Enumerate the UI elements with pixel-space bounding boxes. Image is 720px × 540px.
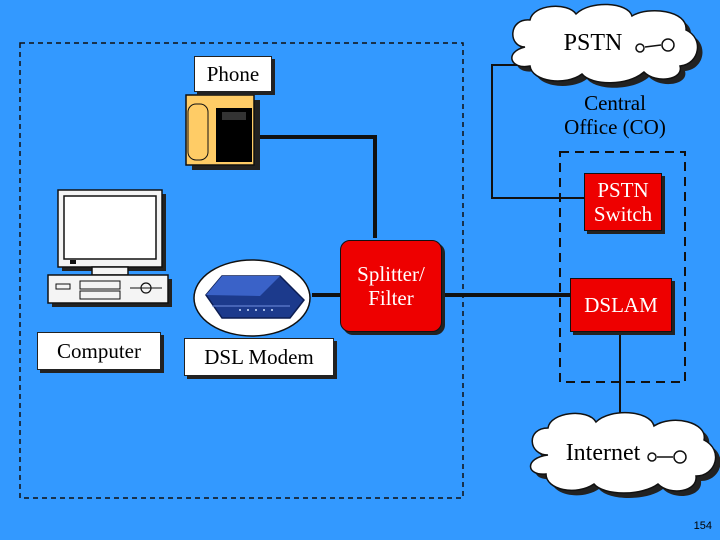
internet-cloud-label: Internet xyxy=(565,440,641,466)
pstn-cloud-icon xyxy=(511,3,703,88)
phone-label: Phone xyxy=(194,56,272,92)
dslam-box: DSLAM xyxy=(570,278,672,332)
computer-icon xyxy=(47,189,172,307)
splitter-filter-box: Splitter/ Filter xyxy=(340,240,442,332)
pstn-switch-box: PSTN Switch xyxy=(584,173,662,231)
phone-icon xyxy=(185,94,260,170)
internet-connector-icon xyxy=(647,450,687,464)
computer-label: Computer xyxy=(37,332,161,370)
central-office-boundary xyxy=(559,151,686,383)
phone-to-splitter-line xyxy=(255,135,377,238)
pstn-connector-icon xyxy=(635,38,675,53)
internet-cloud-icon xyxy=(529,411,720,498)
pstn-cloud-label: PSTN xyxy=(563,30,623,56)
central-office-label: Central Office (CO) xyxy=(564,91,666,140)
dsl-modem-label: DSL Modem xyxy=(184,338,334,376)
dsl-modem-icon xyxy=(193,259,311,337)
customer-premises-boundary xyxy=(19,42,464,499)
page-number: 154 xyxy=(693,520,712,532)
switch-to-pstn-line xyxy=(491,64,585,199)
